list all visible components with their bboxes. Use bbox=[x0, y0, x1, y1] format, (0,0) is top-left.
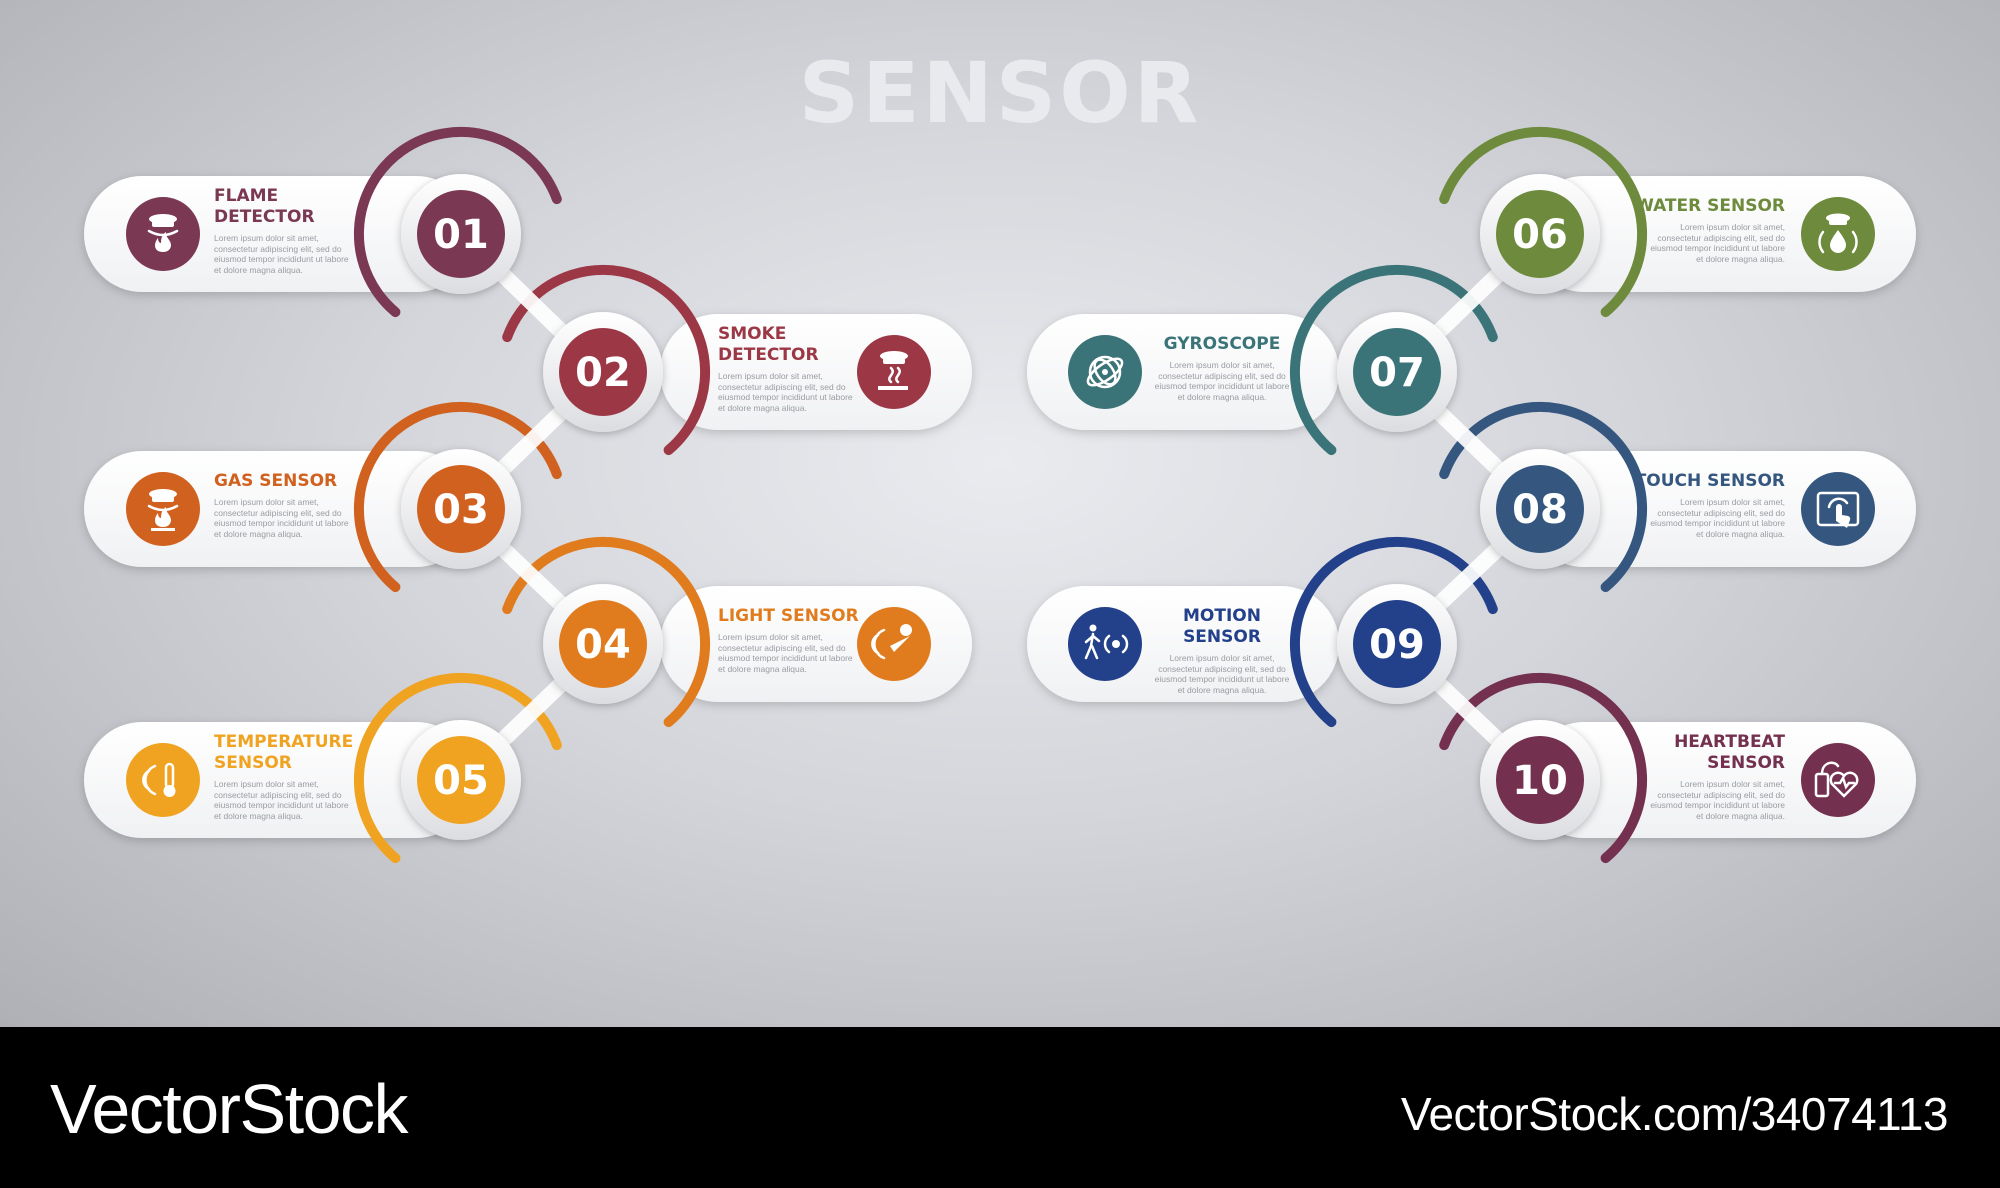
node-07[interactable] bbox=[1353, 328, 1441, 416]
step-number-10: 10 bbox=[1512, 758, 1568, 804]
arc-02 bbox=[502, 264, 711, 456]
card-text-06: WATER SENSOR Lorem ipsum dolor sit amet,c… bbox=[1625, 196, 1785, 264]
label-09: MOTION SENSOR bbox=[1183, 606, 1261, 647]
touch-sensor-icon bbox=[1801, 472, 1875, 546]
arc-07 bbox=[1289, 264, 1498, 456]
node-08[interactable] bbox=[1496, 465, 1584, 553]
arc-06 bbox=[1439, 126, 1648, 318]
motion-sensor-icon bbox=[1068, 607, 1142, 681]
description-07: Lorem ipsum dolor sit amet,consectetur a… bbox=[1154, 360, 1290, 402]
step-number-04: 04 bbox=[575, 622, 631, 668]
step-number-02: 02 bbox=[575, 350, 631, 396]
flame-detector-icon bbox=[126, 197, 200, 271]
footer-bar: VectorStock VectorStock.com/34074113 bbox=[0, 1027, 2000, 1188]
label-06: WATER SENSOR bbox=[1635, 196, 1785, 216]
gas-sensor-icon bbox=[126, 472, 200, 546]
description-02: Lorem ipsum dolor sit amet,consectetur a… bbox=[718, 371, 853, 413]
arc-04 bbox=[502, 536, 711, 728]
heartbeat-sensor-icon bbox=[1801, 743, 1875, 817]
node-05[interactable] bbox=[417, 736, 505, 824]
card-text-09: MOTION SENSOR Lorem ipsum dolor sit amet,… bbox=[1142, 606, 1302, 695]
label-03: GAS SENSOR bbox=[214, 471, 338, 491]
arc-09 bbox=[1289, 536, 1498, 728]
node-09[interactable] bbox=[1353, 600, 1441, 688]
step-number-06: 06 bbox=[1512, 212, 1568, 258]
node-04[interactable] bbox=[559, 600, 647, 688]
description-09: Lorem ipsum dolor sit amet,consectetur a… bbox=[1154, 653, 1290, 695]
gyroscope-icon bbox=[1068, 335, 1142, 409]
card-text-03: GAS SENSOR Lorem ipsum dolor sit amet,con… bbox=[214, 471, 374, 539]
node-06[interactable] bbox=[1496, 190, 1584, 278]
label-07: GYROSCOPE bbox=[1163, 334, 1281, 354]
image-url[interactable]: VectorStock.com/34074113 bbox=[1400, 1088, 1949, 1140]
node-02[interactable] bbox=[559, 328, 647, 416]
step-number-08: 08 bbox=[1512, 487, 1568, 533]
sensor-diagram: 01 02 03 04 05 06 07 08 09 10 bbox=[84, 126, 1916, 864]
step-number-01: 01 bbox=[433, 212, 489, 258]
brand-logo[interactable]: VectorStock bbox=[50, 1070, 409, 1148]
step-number-05: 05 bbox=[433, 758, 489, 804]
light-sensor-icon bbox=[857, 607, 931, 681]
arc-05 bbox=[353, 672, 562, 864]
card-text-08: TOUCH SENSOR Lorem ipsum dolor sit amet,c… bbox=[1625, 471, 1785, 539]
description-06: Lorem ipsum dolor sit amet,consectetur a… bbox=[1650, 222, 1785, 264]
node-10[interactable] bbox=[1496, 736, 1584, 824]
card-text-07: GYROSCOPE Lorem ipsum dolor sit amet,cons… bbox=[1142, 334, 1302, 402]
description-08: Lorem ipsum dolor sit amet,consectetur a… bbox=[1650, 497, 1785, 539]
description-01: Lorem ipsum dolor sit amet,consectetur a… bbox=[214, 233, 349, 275]
temperature-sensor-icon bbox=[126, 743, 200, 817]
step-number-07: 07 bbox=[1369, 350, 1425, 396]
description-04: Lorem ipsum dolor sit amet,consectetur a… bbox=[718, 632, 853, 674]
step-number-03: 03 bbox=[433, 487, 489, 533]
label-04: LIGHT SENSOR bbox=[718, 606, 859, 626]
node-01[interactable] bbox=[417, 190, 505, 278]
arc-03 bbox=[353, 401, 562, 593]
water-sensor-icon bbox=[1801, 197, 1875, 271]
description-10: Lorem ipsum dolor sit amet,consectetur a… bbox=[1650, 779, 1785, 821]
label-08: TOUCH SENSOR bbox=[1634, 471, 1785, 491]
node-03[interactable] bbox=[417, 465, 505, 553]
description-05: Lorem ipsum dolor sit amet,consectetur a… bbox=[214, 779, 349, 821]
description-03: Lorem ipsum dolor sit amet,consectetur a… bbox=[214, 497, 349, 539]
arc-10 bbox=[1439, 672, 1648, 864]
smoke-detector-icon bbox=[857, 335, 931, 409]
arc-08 bbox=[1439, 401, 1648, 593]
step-number-09: 09 bbox=[1369, 622, 1425, 668]
arc-01 bbox=[353, 126, 562, 318]
card-text-04: LIGHT SENSOR Lorem ipsum dolor sit amet,c… bbox=[718, 606, 878, 674]
page-title: SENSOR bbox=[798, 44, 1202, 142]
